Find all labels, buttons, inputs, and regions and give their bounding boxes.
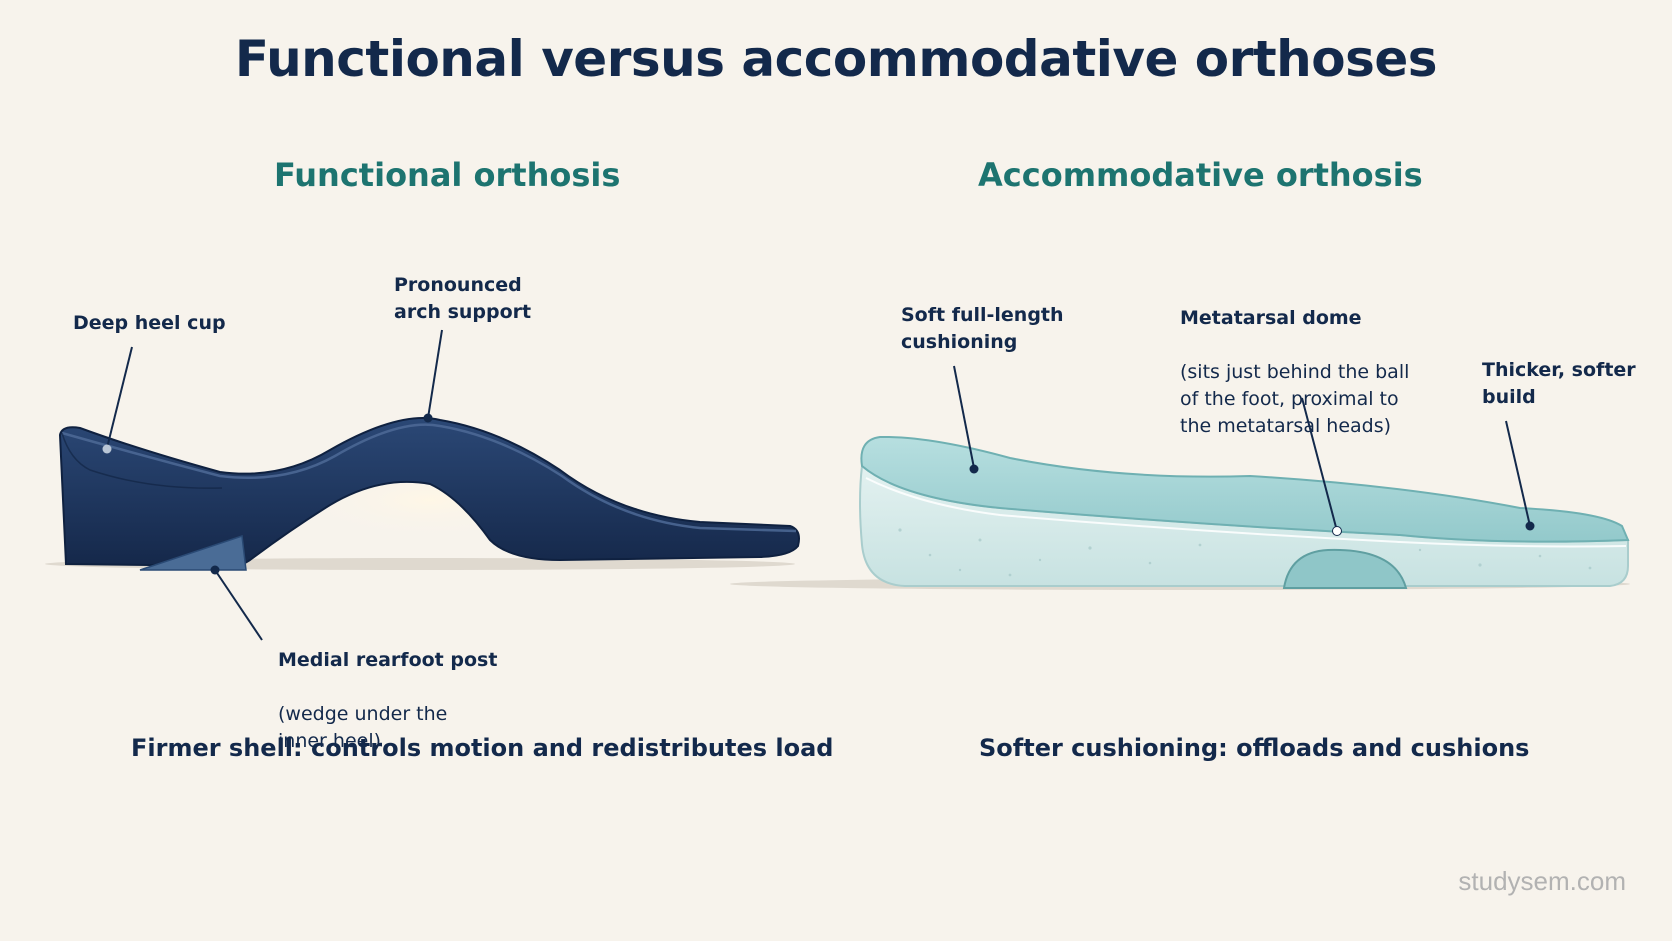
metatarsal-dome-label-note: (sits just behind the ball of the foot, … [1180,361,1410,437]
functional-caption: Firmer shell: controls motion and redist… [131,734,834,762]
accommodative-caption: Softer cushioning: offloads and cushions [979,734,1530,762]
metatarsal-dome-label: Metatarsal dome (sits just behind the ba… [1180,278,1409,440]
rearfoot-post-label: Medial rearfoot post (wedge under the in… [278,620,497,755]
metatarsal-dome [1282,548,1408,589]
watermark: studysem.com [1458,866,1626,896]
accommodative-orthosis [730,365,1630,590]
cushioning-label: Soft full-length cushioning [901,304,1064,353]
metatarsal-dome-label-name: Metatarsal dome [1180,307,1362,329]
page-title: Functional versus accommodative orthoses [234,30,1438,88]
accommodative-top-layer [860,435,1630,543]
functional-shell [58,417,800,568]
functional-orthosis [45,329,800,641]
build-label: Thicker, softer build [1482,359,1636,408]
rearfoot-post-label-note: (wedge under the inner heel) [278,703,448,752]
rearfoot-post-label-name: Medial rearfoot post [278,649,498,671]
accommodative-heading: Accommodative orthosis [978,156,1423,194]
medial-rearfoot-post [139,534,247,571]
arch-support-label: Pronounced arch support [394,274,532,323]
functional-heading: Functional orthosis [274,156,621,194]
heel-cup-label: Deep heel cup [73,312,226,334]
